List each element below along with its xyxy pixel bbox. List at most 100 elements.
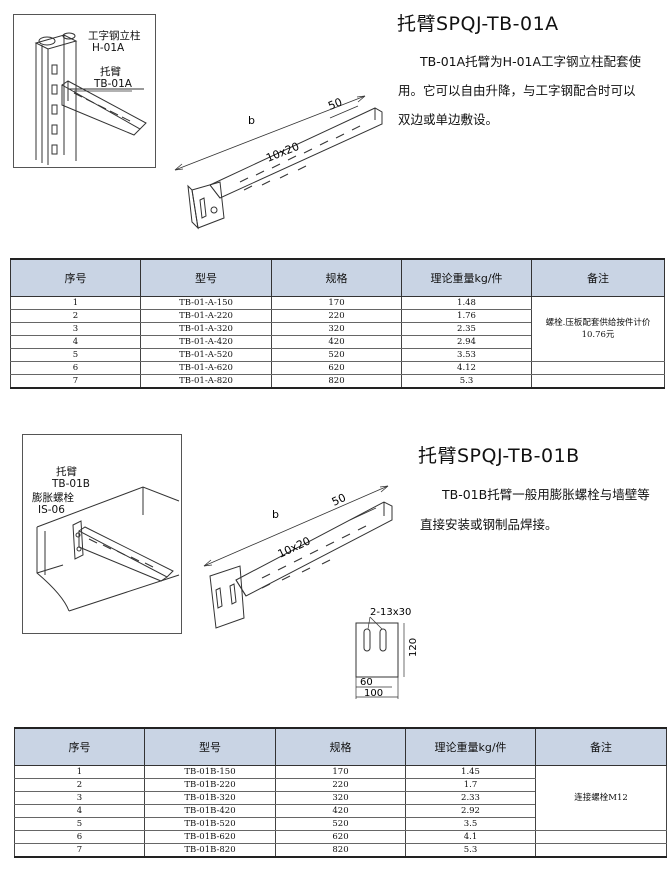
table-row: 1 TB-01-A-150 170 1.48 螺栓.压板配套供给按件计价 10.…: [10, 296, 665, 362]
arm-drawing-b: b 10x20 50: [203, 485, 393, 629]
cell-weight: 5.3: [401, 374, 532, 389]
cell-note-empty: [531, 374, 665, 389]
cell-model: TB-01-A-520: [140, 348, 272, 362]
cell-spec: 220: [271, 309, 402, 323]
section-desc-a: TB-01A托臂为H-01A工字钢立柱配套使 用。它可以自由升降，与工字钢配合时…: [398, 47, 664, 134]
cell-weight: 5.3: [405, 843, 536, 858]
arm-callout-name: 托臂: [100, 66, 121, 78]
cell-spec: 220: [275, 778, 406, 792]
cell-no: 3: [14, 791, 145, 805]
cell-model: TB-01B-320: [144, 791, 276, 805]
cell-spec: 320: [275, 791, 406, 805]
cell-note-empty: [531, 361, 665, 375]
table-header-row: 序号 型号 规格 理论重量kg/件 备注: [10, 258, 665, 297]
table-row: 7 TB-01-A-820 820 5.3: [10, 374, 665, 389]
cell-spec: 520: [271, 348, 402, 362]
cell-model: TB-01B-220: [144, 778, 276, 792]
section-desc-b: TB-01B托臂一般用膨胀螺栓与墙壁等 直接安装或钢制品焊接。: [420, 480, 666, 540]
dim-b-a: b: [248, 114, 255, 127]
column-callout-code: H-01A: [92, 42, 125, 54]
table-row: 7 TB-01B-820 820 5.3: [14, 843, 667, 858]
cell-model: TB-01-A-220: [140, 309, 272, 323]
wall-arm-sketch-b: [36, 486, 180, 612]
arm-callout-name-b: 托臂: [56, 466, 77, 478]
cell-model: TB-01B-520: [144, 817, 276, 831]
bolt-callout-b: 膨胀螺栓 IS-06: [32, 492, 74, 516]
cell-weight: 4.12: [401, 361, 532, 375]
cell-weight: 2.94: [401, 335, 532, 349]
cell-model: TB-01B-820: [144, 843, 276, 858]
cell-model: TB-01-A-420: [140, 335, 272, 349]
desc-b-line-2: 直接安装或钢制品焊接。: [420, 517, 558, 532]
cell-weight: 2.92: [405, 804, 536, 818]
cell-no: 3: [10, 322, 141, 336]
table-row: 6 TB-01B-620 620 4.1: [14, 830, 667, 844]
cell-no: 7: [10, 374, 141, 389]
install-drawing-a: [13, 14, 156, 168]
dim-slot-a: 10x20: [264, 140, 301, 165]
plate-width-label: 100: [364, 688, 383, 699]
cell-weight: 3.53: [401, 348, 532, 362]
desc-a-line-3: 双边或单边敷设。: [398, 112, 499, 127]
cell-no: 4: [14, 804, 145, 818]
cell-no: 5: [10, 348, 141, 362]
desc-a-line-2: 用。它可以自由升降，与工字钢配合时可以: [398, 83, 636, 98]
cell-model: TB-01-A-320: [140, 322, 272, 336]
spec-table-b: 序号 型号 规格 理论重量kg/件 备注 1 TB-01B-150 170 1.…: [14, 727, 667, 858]
note-line-1: 螺栓.压板配套供给按件计价: [545, 318, 651, 328]
cell-model: TB-01B-420: [144, 804, 276, 818]
col-header-weight: 理论重量kg/件: [401, 258, 532, 297]
cell-spec: 820: [275, 843, 406, 858]
cell-no: 4: [10, 335, 141, 349]
arm-callout-a: 托臂 TB-01A: [94, 66, 132, 90]
cell-no: 7: [14, 843, 145, 858]
plate-holes-label: 2-13x30: [370, 607, 411, 618]
cell-model: TB-01-A-620: [140, 361, 272, 375]
cell-weight: 1.48: [401, 296, 532, 310]
spec-table-a: 序号 型号 规格 理论重量kg/件 备注 1 TB-01-A-150 170 1…: [10, 258, 665, 389]
plate-inner-label: 60: [360, 677, 373, 688]
cell-no: 1: [10, 296, 141, 310]
desc-b-line-1: TB-01B托臂一般用膨胀螺栓与墙壁等: [442, 487, 650, 502]
cell-weight: 2.33: [405, 791, 536, 805]
cell-spec: 170: [271, 296, 402, 310]
arm-callout-code: TB-01A: [94, 78, 132, 90]
table-row: 3 TB-01-A-320 320 2.35: [10, 322, 665, 336]
cell-no: 5: [14, 817, 145, 831]
cell-weight: 3.5: [405, 817, 536, 831]
cell-weight: 2.35: [401, 322, 532, 336]
cell-spec: 620: [271, 361, 402, 375]
cell-weight: 4.1: [405, 830, 536, 844]
plate-detail-b: 2-13x30 120 60 100: [355, 607, 419, 699]
column-callout-a: 工字钢立柱 H-01A: [88, 30, 141, 54]
arm-callout-b: 托臂 TB-01B: [52, 466, 90, 490]
col-header-note: 备注: [535, 727, 667, 766]
column-arm-sketch-a: [34, 32, 147, 165]
table-row: 5 TB-01-A-520 520 3.53: [10, 348, 665, 362]
cell-model: TB-01B-150: [144, 765, 276, 779]
cell-spec: 620: [275, 830, 406, 844]
cell-spec: 170: [275, 765, 406, 779]
cell-spec: 820: [271, 374, 402, 389]
section-title-b: 托臂SPQJ-TB-01B: [418, 445, 580, 467]
table-row: 6 TB-01-A-620 620 4.12: [10, 361, 665, 375]
cell-note: 螺栓.压板配套供给按件计价 10.76元: [531, 296, 665, 362]
table-row: 4 TB-01-A-420 420 2.94: [10, 335, 665, 349]
cell-note-empty: [535, 830, 667, 844]
col-header-model: 型号: [140, 258, 272, 297]
plate-height-label: 120: [408, 638, 419, 657]
table-row: 3 TB-01B-320 320 2.33: [14, 791, 667, 805]
column-callout-name: 工字钢立柱: [88, 30, 141, 42]
cell-model: TB-01-A-150: [140, 296, 272, 310]
arm-drawing-a: b 10x20 50: [174, 95, 383, 230]
cell-spec: 320: [271, 322, 402, 336]
table-row: 5 TB-01B-520 520 3.5: [14, 817, 667, 831]
dim-pitch-a: 50: [326, 95, 344, 112]
section-title-a: 托臂SPQJ-TB-01A: [397, 13, 559, 35]
desc-a-line-1: TB-01A托臂为H-01A工字钢立柱配套使: [420, 54, 642, 69]
cell-model: TB-01B-620: [144, 830, 276, 844]
cell-spec: 420: [271, 335, 402, 349]
cell-no: 2: [14, 778, 145, 792]
table-row: 4 TB-01B-420 420 2.92: [14, 804, 667, 818]
col-header-model: 型号: [144, 727, 276, 766]
